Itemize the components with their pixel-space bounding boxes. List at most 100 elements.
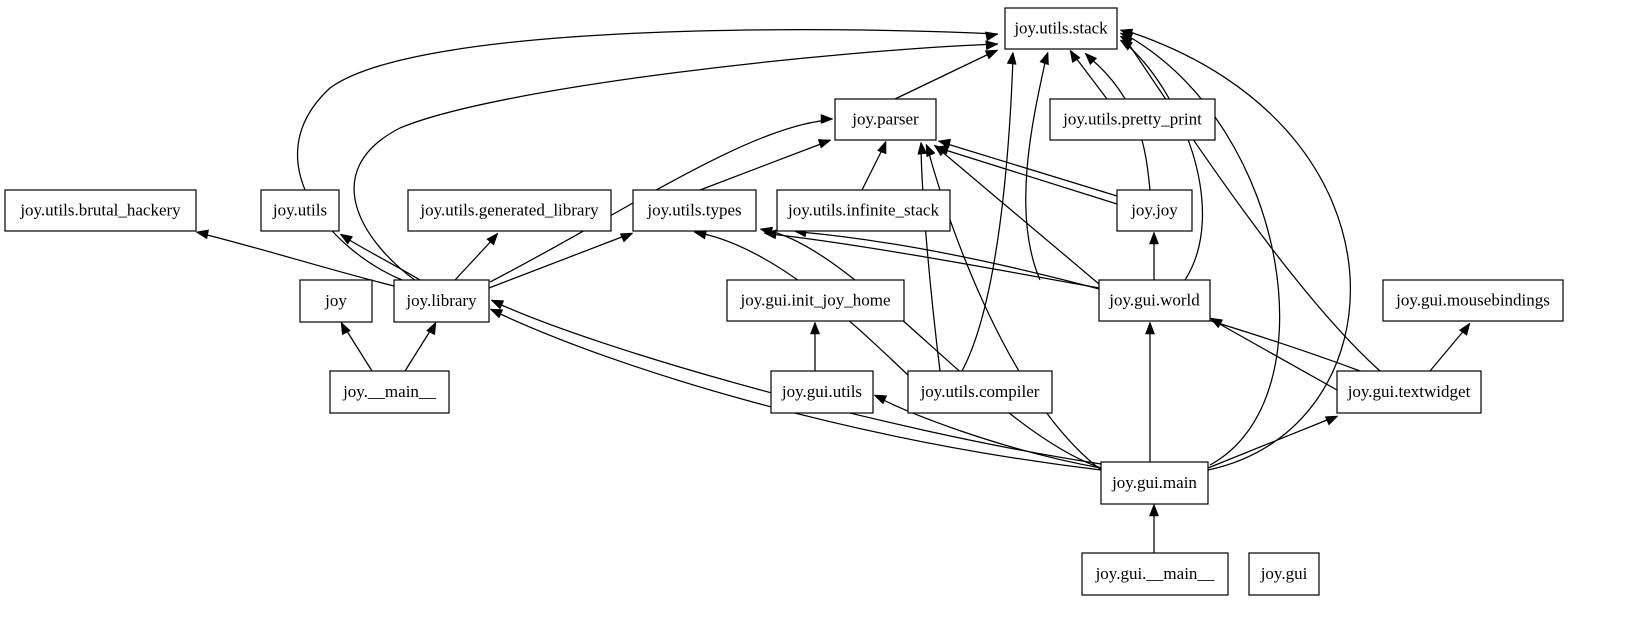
arrow-head-icon	[985, 31, 999, 42]
node-box[interactable]	[393, 279, 490, 323]
node-box[interactable]	[726, 279, 905, 322]
node-label: joy.library	[405, 291, 477, 310]
node-joy.utils.types[interactable]: joy.utils.types	[632, 189, 757, 232]
node-joy.gui.mousebindings[interactable]: joy.gui.mousebindings	[1382, 279, 1564, 322]
edge-joy.gui.main-to-joy.gui.utils	[873, 394, 1102, 469]
node-label: joy.gui	[1260, 564, 1308, 583]
node-box[interactable]	[770, 370, 874, 414]
node-box[interactable]	[1004, 7, 1118, 50]
arrow-head-icon	[195, 229, 209, 240]
node-box[interactable]	[1248, 552, 1320, 596]
edge-line	[496, 302, 1102, 465]
edge-joy.gui.textwidget-to-joy.gui.world	[1209, 317, 1338, 391]
edge-joy.parser-to-joy.utils.stack	[894, 49, 999, 100]
node-label: joy.gui.mousebindings	[1395, 290, 1550, 309]
node-joy.utils.compiler[interactable]: joy.utils.compiler	[907, 370, 1053, 414]
node-box[interactable]	[260, 189, 340, 232]
node-joy.utils.pretty_print[interactable]: joy.utils.pretty_print	[1049, 98, 1216, 141]
node-box[interactable]	[1336, 370, 1482, 414]
edge-line	[489, 119, 829, 283]
arrow-head-icon	[1149, 503, 1159, 517]
node-joy.gui.main[interactable]: joy.gui.main	[1100, 461, 1209, 505]
node-box[interactable]	[1049, 98, 1216, 141]
node-box[interactable]	[4, 189, 197, 232]
node-label: joy.gui.__main__	[1095, 564, 1215, 583]
arrow-head-icon	[1324, 415, 1339, 426]
node-joy.utils.brutal_hackery[interactable]: joy.utils.brutal_hackery	[4, 189, 197, 232]
node-label: joy.joy	[1130, 200, 1178, 219]
node-label: joy.utils.brutal_hackery	[19, 200, 181, 219]
arrow-head-icon	[917, 141, 928, 155]
node-box[interactable]	[776, 189, 951, 232]
node-joy.gui[interactable]: joy.gui	[1248, 552, 1320, 596]
edge-joy.utils.compiler-to-joy.parser	[917, 141, 941, 372]
node-joy.gui.init_joy_home[interactable]: joy.gui.init_joy_home	[726, 279, 905, 322]
edge-joy.library-to-joy.utils.brutal_hackery	[195, 229, 395, 287]
edge-line	[879, 397, 1102, 469]
node-box[interactable]	[299, 279, 373, 323]
node-joy.gui.utils[interactable]: joy.gui.utils	[770, 370, 874, 414]
node-joy.__main__[interactable]: joy.__main__	[329, 370, 450, 414]
edge-joy.library-to-joy.parser	[489, 114, 834, 283]
arrow-head-icon	[619, 232, 634, 243]
arrow-head-icon	[984, 49, 999, 60]
node-box[interactable]	[1116, 189, 1193, 232]
node-label: joy.gui.world	[1108, 290, 1200, 309]
arrow-head-icon	[763, 229, 777, 240]
edge-joy.gui.main-to-joy.utils.stack	[1119, 32, 1281, 466]
edge-line	[1125, 43, 1203, 281]
edge-joy.library-to-joy.utils.stack	[297, 29, 999, 281]
node-box[interactable]	[632, 189, 757, 232]
edge-joy.utils.types-to-joy.parser	[699, 139, 832, 191]
node-label: joy.utils	[272, 200, 327, 219]
node-joy.utils[interactable]: joy.utils	[260, 189, 340, 232]
arrow-head-icon	[489, 308, 504, 319]
node-joy.gui.__main__[interactable]: joy.gui.__main__	[1081, 552, 1229, 596]
node-joy.utils.generated_library[interactable]: joy.utils.generated_library	[407, 189, 612, 232]
node-box[interactable]	[907, 370, 1053, 414]
node-label: joy.parser	[851, 109, 919, 128]
edge-line	[345, 237, 421, 281]
node-joy.gui.textwidget[interactable]: joy.gui.textwidget	[1336, 370, 1482, 414]
edge-joy.gui.__main__-to-joy.gui.main	[1149, 503, 1159, 553]
node-joy.joy[interactable]: joy.joy	[1116, 189, 1193, 232]
edge-line	[861, 145, 885, 191]
edge-line	[353, 43, 999, 282]
node-joy.library[interactable]: joy.library	[393, 279, 490, 323]
node-label: joy.gui.textwidget	[1347, 382, 1471, 401]
edge-line	[1429, 327, 1467, 372]
node-joy.utils.stack[interactable]: joy.utils.stack	[1004, 7, 1118, 50]
arrow-head-icon	[810, 321, 820, 335]
arrow-head-icon	[985, 40, 999, 51]
node-joy.parser[interactable]: joy.parser	[834, 98, 937, 141]
node-box[interactable]	[1100, 461, 1209, 505]
node-box[interactable]	[329, 370, 450, 414]
edge-line	[495, 311, 1102, 471]
node-joy.utils.infinite_stack[interactable]: joy.utils.infinite_stack	[776, 189, 951, 232]
node-box[interactable]	[1098, 279, 1211, 322]
edge-joy.gui.world-to-joy.joy	[1149, 231, 1159, 280]
edge-line	[344, 327, 373, 372]
edge-line	[404, 327, 433, 372]
edge-joy.gui.main-to-joy.gui.textwidget	[1207, 415, 1339, 469]
node-joy[interactable]: joy	[299, 279, 373, 323]
node-box[interactable]	[407, 189, 612, 232]
node-layer: joy.utils.stack joy.parser joy.utils.prett…	[4, 7, 1564, 596]
arrow-head-icon	[340, 321, 351, 336]
arrow-head-icon	[1039, 51, 1049, 66]
edge-joy.gui.world-to-joy.utils.stack	[1119, 39, 1203, 281]
node-box[interactable]	[1081, 552, 1229, 596]
node-box[interactable]	[1382, 279, 1564, 322]
node-box[interactable]	[834, 98, 937, 141]
node-label: joy.utils.types	[646, 200, 741, 219]
edge-line	[941, 148, 1118, 205]
edge-joy.gui.world-to-joy.utils.types	[763, 229, 1100, 289]
edge-joy.gui.main-to-joy.library	[489, 308, 1102, 471]
arrow-head-icon	[820, 114, 834, 124]
node-joy.gui.world[interactable]: joy.gui.world	[1098, 279, 1211, 322]
edge-joy.gui.main-to-joy.gui.world	[1145, 321, 1155, 462]
edge-line	[939, 149, 1100, 285]
edge-line	[765, 229, 1102, 469]
